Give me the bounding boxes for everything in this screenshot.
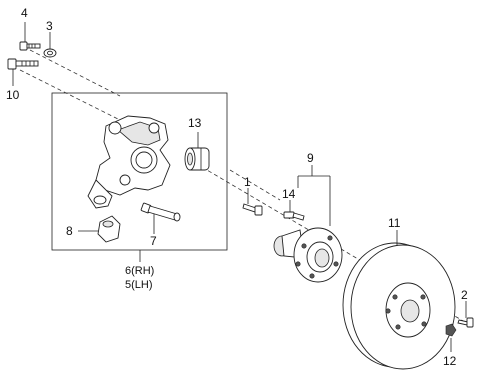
callout-10: 10 [6, 88, 20, 102]
callout-3: 3 [46, 19, 53, 33]
knuckle-body [87, 115, 171, 209]
callout-4: 4 [21, 6, 28, 20]
washer-part-3 [43, 48, 57, 58]
callout-2: 2 [461, 288, 468, 302]
callout-14: 14 [282, 187, 296, 201]
callout-knuckle-lh: 5(LH) [125, 279, 153, 291]
nut-part-12 [445, 323, 457, 337]
bolt-part-7 [140, 202, 181, 222]
knuckle-group-frame [51, 92, 228, 251]
bracket-part-9 [297, 165, 331, 226]
bushing-part-13 [184, 147, 210, 171]
brake-disc-part-11 [342, 242, 456, 370]
bushing-part-8 [97, 215, 121, 243]
callout-12: 12 [443, 354, 457, 368]
callout-1: 1 [244, 175, 251, 189]
callout-7: 7 [150, 234, 157, 248]
callout-8: 8 [66, 224, 73, 238]
hub-bearing-assembly [273, 227, 343, 283]
bolt-part-10 [7, 58, 39, 70]
bolt-part-4 [19, 41, 41, 51]
callout-11: 11 [388, 216, 401, 230]
callout-knuckle-rh: 6(RH) [125, 265, 154, 277]
hub-bolt-part-14 [283, 211, 305, 221]
callout-13: 13 [188, 116, 202, 130]
screw-part-2 [457, 317, 474, 328]
bolt-part-1 [242, 203, 263, 216]
callout-9: 9 [307, 151, 314, 165]
